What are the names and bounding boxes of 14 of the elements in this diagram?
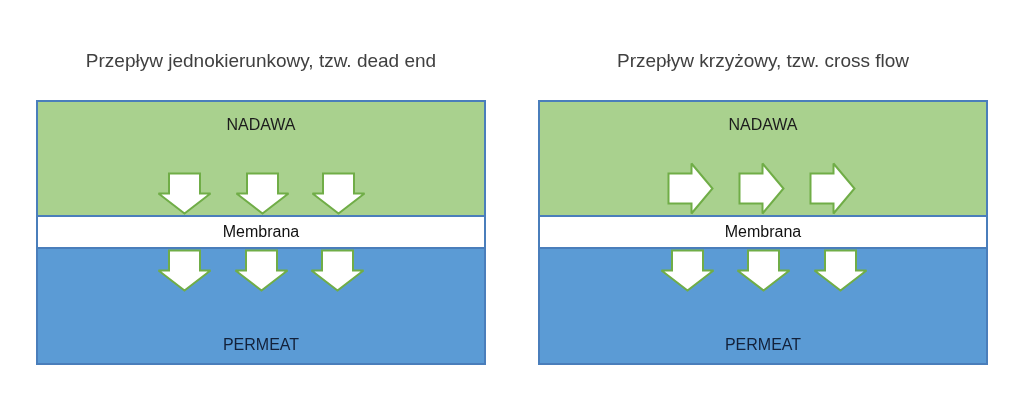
layer-label: Membrana: [222, 222, 300, 242]
layer-label: PERMEAT: [724, 335, 802, 355]
layer-label: NADAWA: [728, 115, 798, 135]
permeate-layer: [540, 249, 986, 363]
membrane-layer: [38, 215, 484, 249]
panel-heading: Przepływ jednokierunkowy, tzw. dead end: [85, 49, 437, 73]
panel-heading: Przepływ krzyżowy, tzw. cross flow: [616, 49, 910, 73]
layer-label: PERMEAT: [222, 335, 300, 355]
feed-layer: [38, 102, 484, 215]
membrane-layer: [540, 215, 986, 249]
permeate-layer: [38, 249, 484, 363]
layer-label: NADAWA: [226, 115, 296, 135]
layer-label: Membrana: [724, 222, 802, 242]
feed-layer: [540, 102, 986, 215]
